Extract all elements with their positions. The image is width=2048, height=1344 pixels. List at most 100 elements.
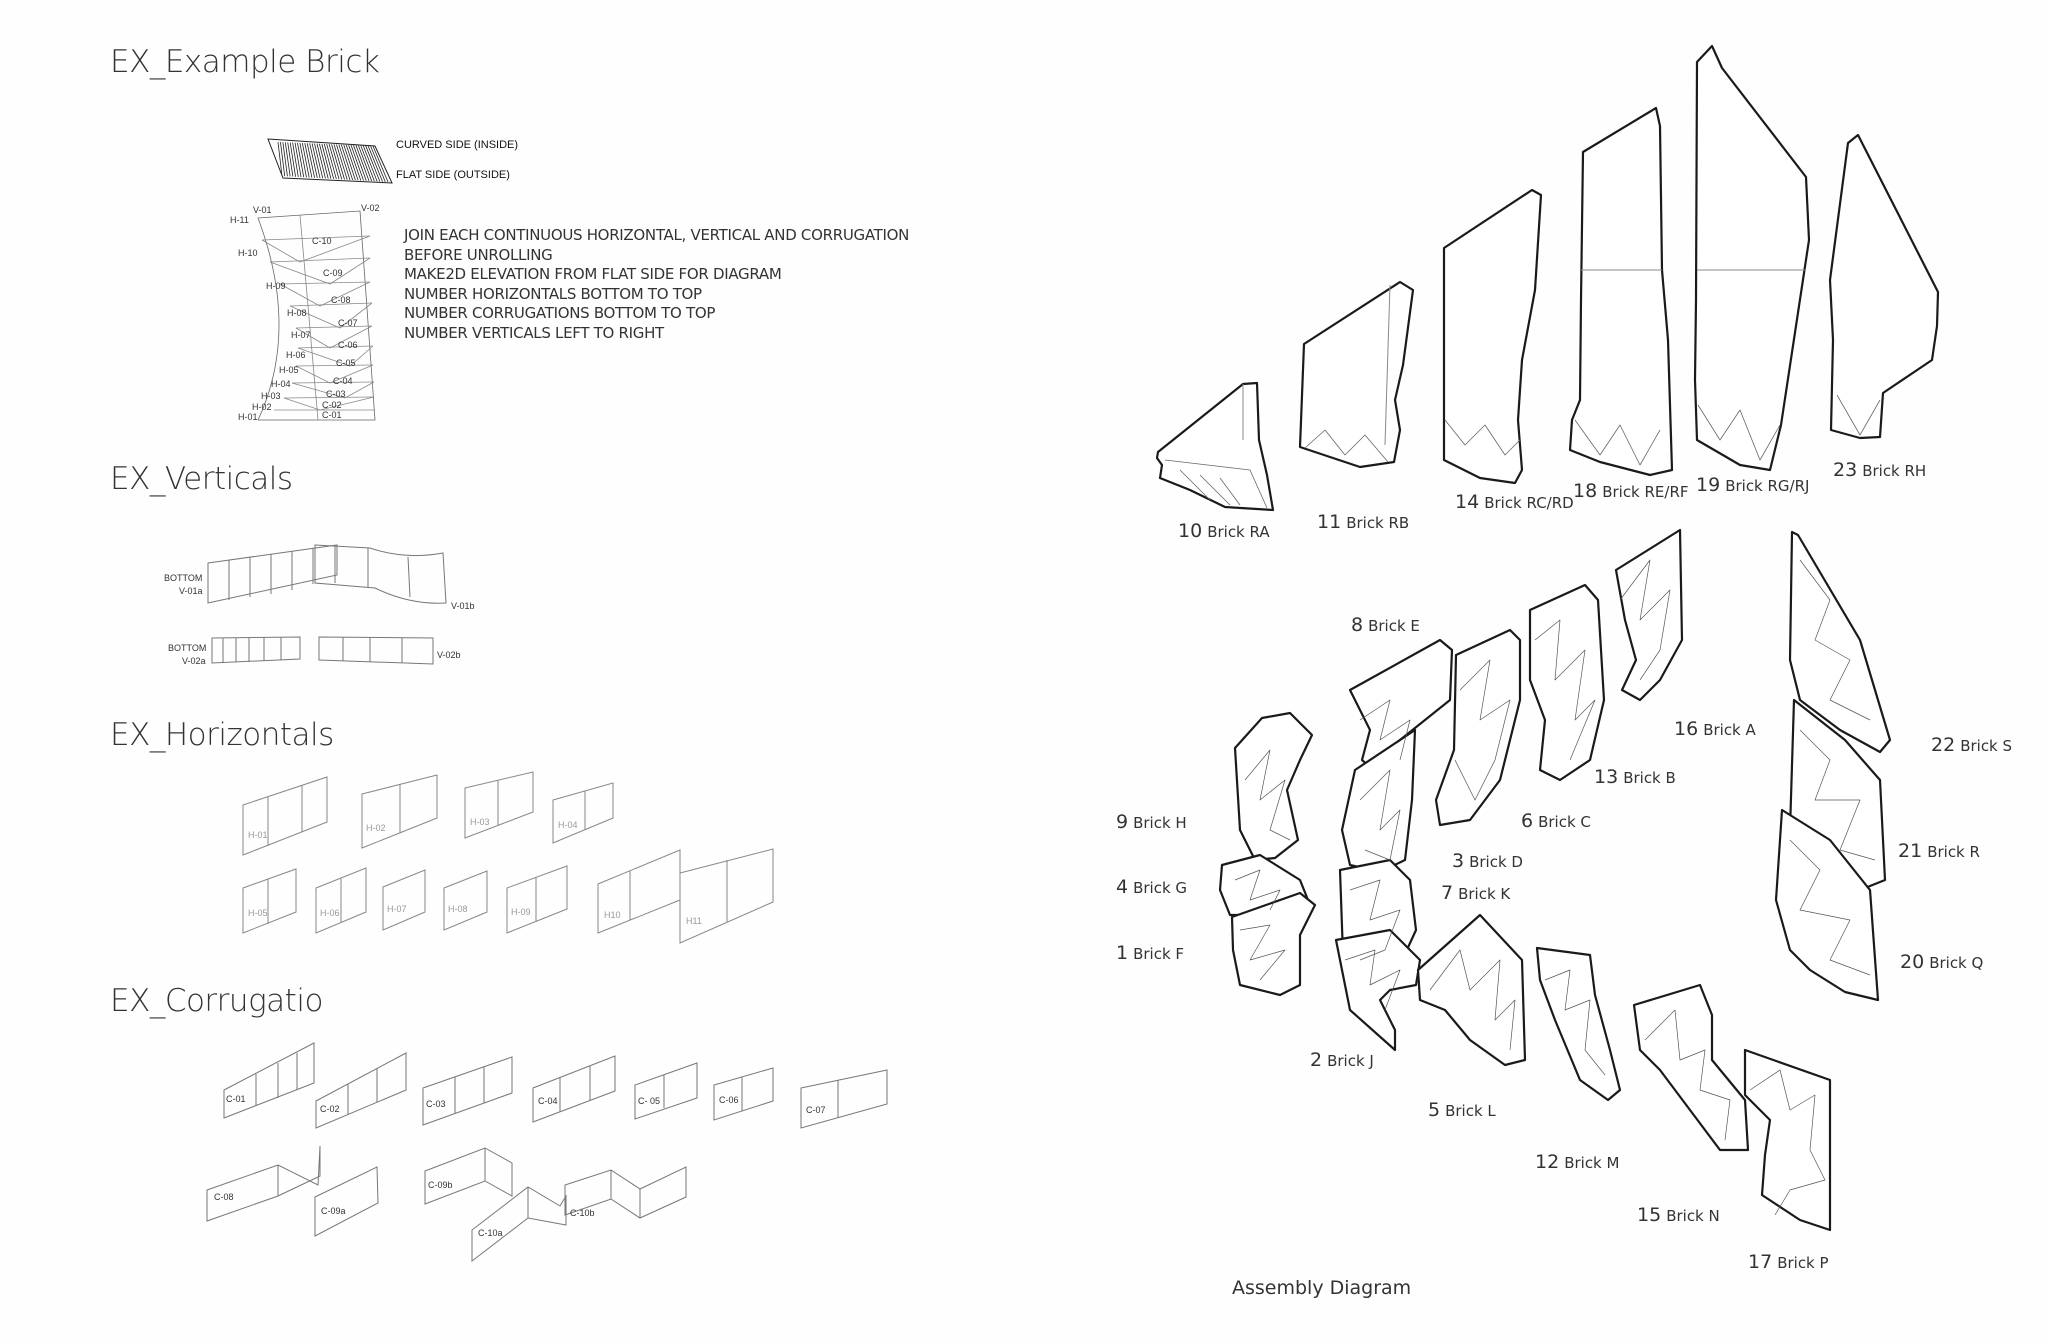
- hatch-line: [314, 143, 324, 179]
- hatch-line: [280, 142, 286, 177]
- section-title-horizontals: EX_Horizontals: [110, 717, 334, 753]
- label-c05: C-05: [336, 358, 356, 368]
- label-c09: C-09: [323, 268, 343, 278]
- hatch-line: [297, 142, 305, 178]
- label-h11: H-11: [230, 215, 249, 225]
- label-c07: C-07: [338, 318, 358, 328]
- label-c03-strip: C-03: [426, 1099, 446, 1109]
- hatch-line: [328, 144, 340, 180]
- label-v01b: V-01b: [451, 601, 475, 611]
- instruction-line: BEFORE UNROLLING: [404, 245, 553, 264]
- hatch-line: [340, 144, 354, 181]
- example-brick-elevation: [257, 210, 376, 421]
- assembly-diagram-caption: Assembly Diagram: [1232, 1277, 1412, 1299]
- section-title-corrugations: EX_Corrugatio: [110, 983, 323, 1019]
- label-c04-strip: C-04: [538, 1096, 558, 1106]
- hatch-line: [301, 142, 310, 178]
- label-c10: C-10: [312, 236, 332, 246]
- brick-f-shape: [1230, 891, 1317, 997]
- label-c09b-strip: C-09b: [428, 1180, 453, 1190]
- hatch-line: [345, 144, 359, 181]
- instruction-line: NUMBER VERTICALS LEFT TO RIGHT: [404, 323, 664, 342]
- label-c08-strip: C-08: [214, 1192, 234, 1202]
- instruction-line: JOIN EACH CONTINUOUS HORIZONTAL, VERTICA…: [404, 226, 910, 244]
- hatch-line: [309, 143, 318, 179]
- label-h09: H-09: [266, 281, 286, 291]
- label-h04: H-04: [271, 379, 291, 389]
- label-h10-strip: H10: [604, 910, 621, 920]
- instruction-line: MAKE2D ELEVATION FROM FLAT SIDE FOR DIAG…: [404, 265, 782, 283]
- label-c05-strip: C- 05: [638, 1096, 661, 1106]
- label-bottom-2: BOTTOM: [168, 643, 207, 653]
- hatch-line: [304, 143, 313, 178]
- label-h01-strip: H-01: [248, 830, 268, 840]
- label-c03: C-03: [326, 389, 346, 399]
- hatch-line: [367, 145, 383, 182]
- brick-rc-rd-shape: [1442, 188, 1543, 485]
- label-h03: H-03: [261, 391, 281, 401]
- label-h02: H-02: [252, 402, 272, 412]
- hatch-line: [372, 145, 389, 183]
- instructions-note: JOIN EACH CONTINUOUS HORIZONTAL, VERTICA…: [404, 226, 909, 343]
- hatch-line: [323, 143, 335, 180]
- hatch-line: [292, 142, 299, 177]
- label-v02b: V-02b: [437, 650, 461, 660]
- label-c07-strip: C-07: [806, 1105, 826, 1115]
- corrugation-strips: [206, 1042, 888, 1263]
- label-h02-strip: H-02: [366, 823, 386, 833]
- hatch-line: [348, 144, 362, 181]
- label-h08: H-08: [287, 308, 307, 318]
- brick-m-shape: [1535, 946, 1622, 1102]
- hatch-line: [282, 142, 288, 177]
- label-v02a: V-02a: [182, 656, 206, 666]
- hatch-line: [287, 142, 294, 177]
- flat-pieces-drawing: [206, 138, 888, 1263]
- label-h10: H-10: [238, 248, 258, 258]
- section-title-example-brick: EX_Example Brick: [110, 44, 380, 80]
- hatch-line: [319, 143, 329, 179]
- hatch-line: [331, 144, 343, 180]
- brick-rb-shape: [1298, 280, 1415, 469]
- brick-rg-rj-shape: [1693, 44, 1811, 472]
- example-brick-section-view: [267, 138, 393, 184]
- hatch-line: [360, 145, 375, 182]
- hatch-line: [370, 145, 386, 182]
- label-c02-strip: C-02: [320, 1104, 340, 1114]
- hatch-line: [365, 145, 381, 182]
- label-c04: C-04: [333, 376, 353, 386]
- brick-rh-shape: [1828, 133, 1940, 440]
- hatch-line: [333, 144, 345, 180]
- label-h09-strip: H-09: [511, 907, 531, 917]
- hatch-line: [316, 143, 326, 179]
- vertical-strip-v01: [207, 544, 447, 604]
- hatch-line: [299, 142, 307, 178]
- flat-side-label: FLAT SIDE (OUTSIDE): [396, 169, 510, 181]
- brick-h-shape: [1233, 711, 1314, 862]
- vertical-strip-v02: [211, 636, 434, 665]
- label-v01a: V-01a: [179, 586, 203, 596]
- label-h08-strip: H-08: [448, 904, 468, 914]
- brick-a-shape: [1614, 528, 1684, 702]
- label-h11-strip: H11: [686, 916, 702, 926]
- label-h06: H-06: [286, 350, 306, 360]
- label-c06-strip: C-06: [719, 1095, 739, 1105]
- hatch-line: [306, 143, 316, 178]
- label-c10b-strip: C-10b: [570, 1208, 595, 1218]
- hatch-line: [336, 144, 348, 180]
